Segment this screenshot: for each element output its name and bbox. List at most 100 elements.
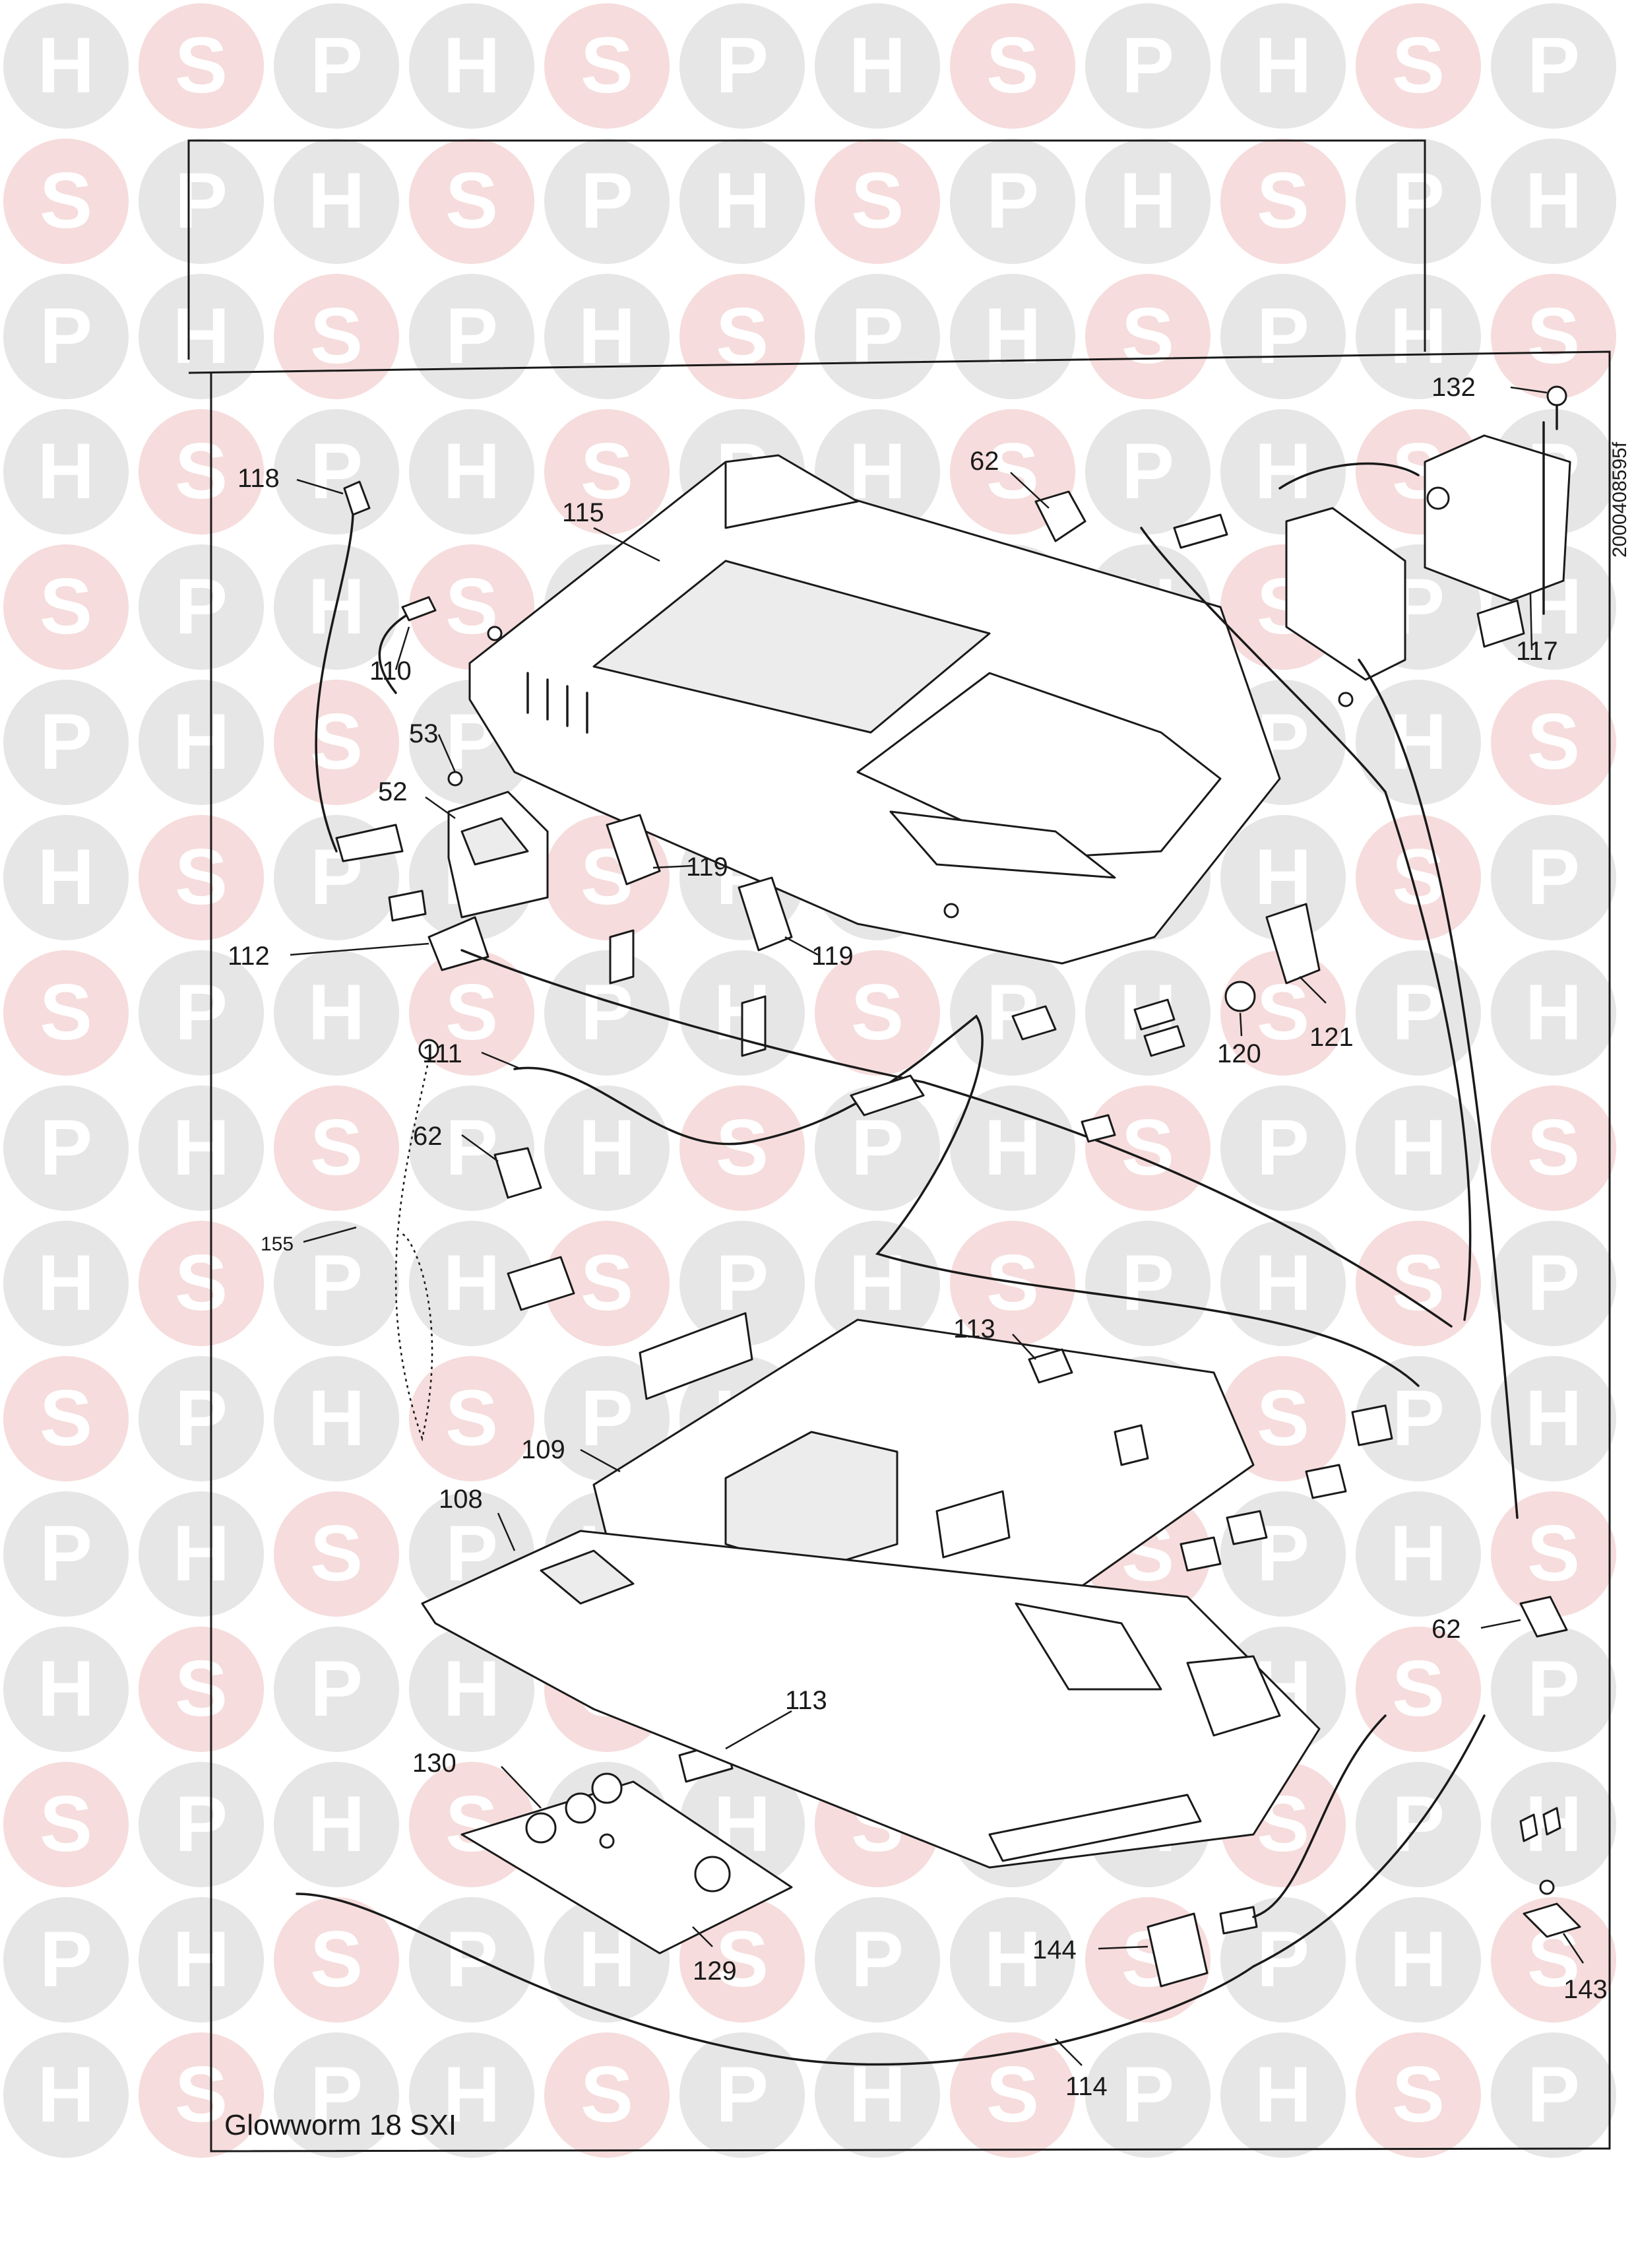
- watermark-letter: H: [1255, 1239, 1312, 1327]
- watermark-letter: S: [175, 833, 228, 921]
- watermark-circle: [950, 1897, 1075, 2023]
- watermark-letter: P: [1257, 1103, 1309, 1192]
- watermark-letter: H: [1255, 21, 1312, 110]
- part-label: 108: [439, 1485, 483, 1514]
- watermark-letter: P: [445, 292, 498, 380]
- watermark-circle: [1356, 1897, 1481, 2023]
- connector-r2: [1305, 1464, 1347, 1499]
- watermark-letter: S: [1527, 697, 1580, 786]
- watermark-circle: [1491, 1491, 1616, 1617]
- watermark-circle: [815, 274, 940, 399]
- watermark-letter: H: [308, 968, 365, 1056]
- watermark-letter: S: [716, 1103, 769, 1192]
- watermark-circle: [409, 409, 534, 535]
- clip-62-right: [1519, 1596, 1568, 1638]
- watermark-circle: [3, 815, 129, 940]
- part-label: 130: [412, 1749, 456, 1778]
- watermark-circle: [950, 3, 1075, 129]
- watermark-circle: [950, 1221, 1075, 1346]
- watermark-circle: [1356, 139, 1481, 264]
- part-label: 118: [237, 464, 280, 493]
- watermark-letter: P: [716, 2050, 769, 2139]
- watermark-letter: S: [581, 427, 633, 515]
- watermark-letter: H: [1255, 427, 1312, 515]
- part-label: 111: [422, 1039, 462, 1068]
- watermark-letter: S: [1527, 292, 1580, 380]
- part-label: 115: [562, 498, 604, 527]
- watermark-circle: [815, 3, 940, 129]
- watermark-letter: P: [1527, 21, 1580, 110]
- watermark-circle: [1491, 680, 1616, 805]
- part-label: 113: [953, 1314, 995, 1344]
- part-label: 144: [1032, 1935, 1077, 1964]
- watermark-circle: [409, 139, 534, 264]
- watermark-letter: H: [1525, 1374, 1583, 1462]
- watermark-letter: P: [1392, 1374, 1445, 1462]
- part-label: 155: [261, 1233, 294, 1255]
- part-label: 132: [1432, 373, 1476, 402]
- connector-r1: [1351, 1404, 1393, 1446]
- watermark-circle: [3, 3, 129, 129]
- chassis-108: [421, 1530, 1321, 1869]
- watermark-letter: P: [1527, 2050, 1580, 2139]
- watermark-circle: [1491, 950, 1616, 1076]
- watermark-circle: [139, 409, 264, 535]
- watermark-circle: [409, 1897, 534, 2023]
- watermark-circle: [139, 680, 264, 805]
- watermark-letter: S: [851, 968, 904, 1056]
- watermark-circle: [274, 680, 399, 805]
- watermark-letter: H: [1390, 1915, 1447, 2003]
- leader-lines: [290, 386, 1585, 2066]
- watermark-circle: [3, 680, 129, 805]
- watermark-circle: [1491, 1085, 1616, 1211]
- watermark-letter: H: [984, 292, 1042, 380]
- watermark-circle: [1085, 409, 1211, 535]
- watermark-circle: [139, 1085, 264, 1211]
- watermark-letter: P: [310, 21, 363, 110]
- watermark-letter: S: [40, 1374, 92, 1462]
- watermark-circle: [274, 2032, 399, 2158]
- watermark-letter: H: [849, 21, 906, 110]
- watermark-circle: [1356, 950, 1481, 1076]
- watermark-circle: [1085, 3, 1211, 129]
- watermark-letter: H: [38, 21, 95, 110]
- watermark-letter: H: [1390, 697, 1447, 786]
- watermark-letter: S: [310, 1915, 363, 2003]
- watermark-circle: [544, 1221, 670, 1346]
- watermark-letter: H: [714, 156, 771, 245]
- watermark-circle: [544, 950, 670, 1076]
- ball-chain-155: [394, 1039, 439, 1442]
- watermark-circle: [274, 274, 399, 399]
- watermark-letter: S: [851, 156, 904, 245]
- watermark-circle: [1356, 1221, 1481, 1346]
- watermark-circle: [274, 139, 399, 264]
- watermark-letter: H: [1119, 156, 1177, 245]
- watermark-circle: [815, 1897, 940, 2023]
- watermark-letter: P: [445, 1915, 498, 2003]
- watermark-letter: S: [445, 1374, 498, 1462]
- cable-clamp-143: [1519, 1807, 1581, 1938]
- watermark-circle: [1085, 1085, 1211, 1211]
- watermark-circle: [1220, 139, 1346, 264]
- watermark-letter: S: [1392, 1644, 1445, 1733]
- transformer-117: [1285, 421, 1571, 707]
- watermark-circle: [3, 1356, 129, 1481]
- watermark-letter: H: [308, 156, 365, 245]
- drawing-frame: [187, 139, 1611, 2153]
- watermark-letter: P: [40, 1103, 92, 1192]
- watermark-circle: [1220, 1085, 1346, 1211]
- part-label: 143: [1563, 1975, 1608, 2004]
- watermark-circle: [1491, 1627, 1616, 1752]
- watermark-letter: P: [1121, 427, 1174, 515]
- part-label: 119: [811, 942, 854, 971]
- watermark-letter: H: [443, 1239, 501, 1327]
- watermark-circle: [274, 1085, 399, 1211]
- watermark-circle: [3, 1085, 129, 1211]
- watermark-circle: [409, 950, 534, 1076]
- watermark-circle: [1356, 1356, 1481, 1481]
- watermark-letter: P: [40, 697, 92, 786]
- watermark-circle: [3, 1221, 129, 1346]
- watermark-circle: [139, 274, 264, 399]
- part-label: 119: [686, 853, 728, 882]
